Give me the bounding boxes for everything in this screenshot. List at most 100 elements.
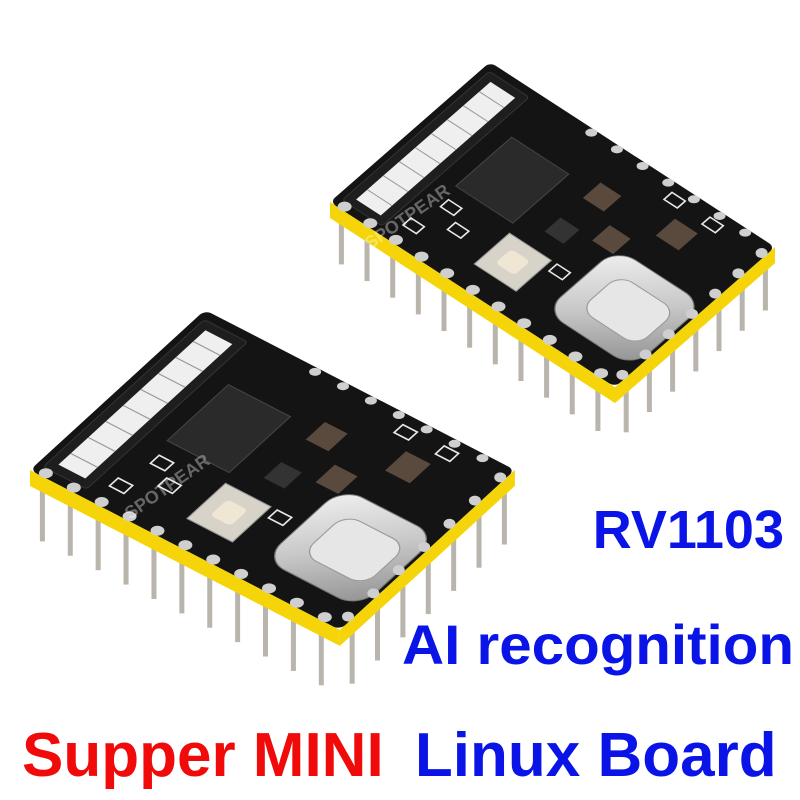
board-rear [329, 61, 776, 433]
header-pin [290, 605, 296, 671]
castellated-pad [662, 178, 675, 187]
castellated-pad [616, 369, 629, 380]
header-pin [95, 505, 101, 571]
header-pin [739, 275, 745, 331]
feature-label: AI recognition [402, 613, 794, 676]
header-pin [263, 591, 269, 657]
header-pin [338, 209, 344, 265]
header-pin [151, 533, 157, 599]
header-pin [716, 296, 722, 352]
castellated-pad [337, 201, 352, 212]
castellated-pad [388, 234, 403, 245]
pin-header [339, 469, 515, 646]
castellated-pad [443, 518, 456, 529]
castellated-pad [465, 284, 480, 295]
pin-header [30, 470, 340, 646]
castellated-pad [414, 251, 429, 262]
header-pin [476, 502, 482, 568]
headline: Supper MINI Linux Board [22, 721, 777, 790]
header-pin [318, 620, 324, 686]
pin-header [615, 247, 775, 404]
header-pin [207, 562, 213, 628]
castellated-pad [392, 565, 405, 576]
castellated-pad [542, 334, 557, 345]
castellated-pad [610, 145, 623, 154]
castellated-pad [662, 329, 675, 340]
castellated-pad [178, 540, 193, 551]
castellated-pad [468, 495, 481, 506]
castellated-pad [448, 439, 461, 448]
pcb [28, 308, 516, 631]
header-pin [451, 525, 457, 591]
castellated-pad [150, 525, 165, 536]
header-pin [179, 548, 185, 614]
header-pin [569, 359, 575, 415]
castellated-pad [709, 288, 722, 299]
castellated-pad [122, 511, 137, 522]
castellated-pad [418, 541, 431, 552]
castellated-pad [585, 128, 598, 137]
header-pin [415, 259, 421, 315]
castellated-pad [517, 318, 532, 329]
castellated-pad [476, 454, 489, 463]
castellated-pad [206, 554, 221, 565]
castellated-pad [309, 367, 322, 376]
header-pin [492, 309, 498, 365]
header-pin [693, 316, 699, 372]
castellated-pad [594, 368, 609, 379]
headline-blue: Linux Board [415, 721, 777, 790]
header-pin [518, 326, 524, 382]
castellated-pad [732, 268, 745, 279]
castellated-pad [94, 496, 109, 507]
header-pin [623, 377, 629, 433]
castellated-pad [713, 211, 726, 220]
model-label: RV1103 [593, 500, 784, 560]
header-pin [375, 595, 381, 661]
header-pin [349, 618, 355, 684]
castellated-pad [440, 268, 455, 279]
castellated-pad [491, 301, 506, 312]
castellated-pad [289, 597, 304, 608]
castellated-pad [317, 612, 332, 623]
header-pin [39, 476, 45, 542]
castellated-pad [687, 195, 700, 204]
castellated-pad [66, 482, 81, 493]
castellated-pad [639, 349, 652, 360]
castellated-pad [337, 382, 350, 391]
header-pin [501, 479, 507, 545]
castellated-pad [739, 228, 752, 237]
board-front [28, 308, 516, 686]
castellated-pad [755, 248, 768, 259]
castellated-pad [568, 351, 583, 362]
header-pin [467, 292, 473, 348]
header-pin [425, 549, 431, 615]
header-pin [400, 572, 406, 638]
castellated-pad [686, 308, 698, 319]
castellated-pad [392, 411, 405, 420]
header-pin [123, 519, 129, 585]
castellated-pad [234, 568, 249, 579]
header-pin [762, 255, 768, 311]
header-pin [441, 276, 447, 332]
header-pin [670, 336, 676, 392]
castellated-pad [38, 468, 53, 479]
castellated-pad [364, 396, 377, 405]
header-pin [390, 242, 396, 298]
castellated-pad [636, 161, 649, 170]
header-pin [544, 342, 550, 398]
castellated-pad [494, 472, 507, 483]
header-pin [595, 375, 601, 431]
castellated-pad [367, 588, 380, 599]
castellated-pad [363, 218, 378, 229]
headline-red: Supper MINI [22, 721, 384, 790]
header-pin [364, 226, 370, 282]
castellated-pad [342, 611, 355, 622]
castellated-pad [262, 583, 277, 594]
header-pin [235, 577, 241, 643]
pin-header [330, 202, 615, 404]
header-pin [646, 357, 652, 412]
header-pin [67, 490, 73, 556]
castellated-pad [420, 425, 433, 434]
